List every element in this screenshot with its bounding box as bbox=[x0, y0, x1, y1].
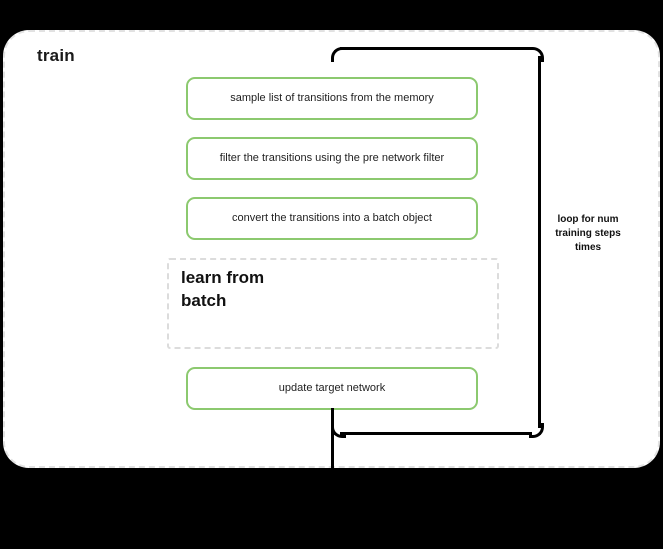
subprocess-title: learn from batch bbox=[181, 268, 265, 310]
loop-annotation-label: loop for num training steps times bbox=[555, 214, 621, 254]
loop-connector-top bbox=[340, 47, 532, 50]
step-label-sample: sample list of transitions from the memo… bbox=[230, 91, 434, 104]
page-title: train bbox=[37, 46, 75, 65]
step-label-convert: convert the transitions into a batch obj… bbox=[232, 211, 432, 224]
outgoing-connector-line bbox=[331, 408, 334, 469]
step-box-filter[interactable]: filter the transitions using the pre net… bbox=[186, 137, 478, 180]
subprocess-box-learn-from-batch[interactable]: learn from batch bbox=[167, 258, 499, 349]
loop-connector-right bbox=[538, 56, 541, 428]
step-box-sample[interactable]: sample list of transitions from the memo… bbox=[186, 77, 478, 120]
loop-corner-top-left bbox=[331, 47, 346, 62]
loop-corner-top-right bbox=[529, 47, 544, 62]
loop-connector-bottom bbox=[340, 432, 532, 435]
step-label-filter: filter the transitions using the pre net… bbox=[219, 151, 445, 164]
loop-corner-bottom-right bbox=[529, 423, 544, 438]
step-label-update: update target network bbox=[278, 381, 386, 394]
step-box-convert[interactable]: convert the transitions into a batch obj… bbox=[186, 197, 478, 240]
step-box-update-target-network[interactable]: update target network bbox=[186, 367, 478, 410]
